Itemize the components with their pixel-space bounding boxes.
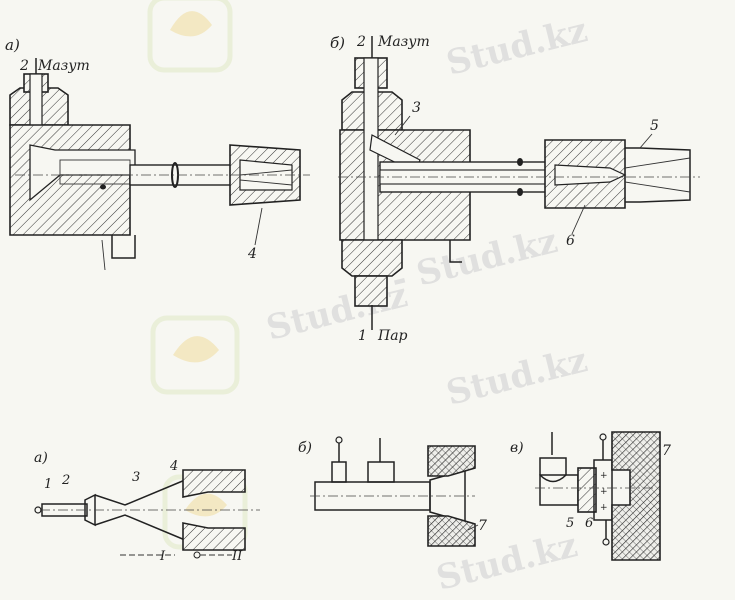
diffuser [625, 147, 691, 203]
refractory-top [182, 469, 246, 498]
nozzle-line [239, 179, 293, 186]
nozzle-line [239, 169, 293, 176]
flow-label-par: Пар [377, 328, 408, 344]
figure-bottom-a: а) 1 2 3 4 I II [34, 450, 260, 564]
callout-number: 2 [61, 473, 70, 488]
nozzle-channel [239, 159, 293, 191]
leader-line [639, 133, 653, 149]
callout-number: 5 [566, 516, 574, 531]
pointer-line [101, 239, 106, 271]
diffuser-line [624, 181, 691, 193]
supply-branch [367, 461, 395, 483]
watermark-text: Stud.kz [443, 10, 592, 84]
refractory-bottom [182, 522, 246, 551]
axis-label-1: I [159, 549, 166, 564]
union-nut [341, 239, 403, 277]
injection-holes: + [600, 503, 608, 513]
valve-point [602, 538, 610, 546]
callout-number: 3 [412, 100, 421, 116]
watermark-text: Stud.kz [443, 340, 592, 414]
outlet-fitting [354, 275, 388, 307]
callout-number: 4 [169, 459, 178, 474]
wall-bottom [427, 515, 476, 547]
figure-bottom-b: б) 7 [298, 436, 487, 547]
callout-number: 3 [132, 470, 140, 485]
supply-pipe [331, 461, 347, 483]
mount-bracket [111, 235, 136, 259]
seal-ring [517, 188, 523, 196]
callout-number: 5 [650, 118, 659, 134]
diffuser-line [624, 157, 691, 169]
figure-label: б) [298, 440, 312, 456]
callout-number: 7 [662, 443, 671, 459]
figure-label: а) [5, 36, 20, 54]
axis-label-2: II [231, 549, 243, 564]
callout-number: 6 [566, 233, 575, 249]
flow-label-mazut: Мазут [37, 58, 90, 74]
leader-line [254, 207, 263, 246]
leader-line [467, 524, 479, 531]
nozzle-core [554, 164, 627, 186]
wall-top [427, 445, 476, 477]
watermark-logo [147, 0, 233, 73]
mixing-cone [94, 479, 186, 541]
seal-ring [517, 158, 523, 166]
callout-number: 7 [478, 518, 487, 534]
furnace-wall [611, 431, 661, 561]
callout-number: 1 [358, 328, 367, 344]
figure-top-b: б) 2 Мазут 3 5 6 [330, 34, 700, 344]
callout-number: 1 [44, 477, 52, 492]
valve-point [335, 436, 343, 444]
injection-holes: + [600, 487, 608, 497]
callout-number: 2 [19, 58, 29, 74]
burner-ring [577, 467, 597, 513]
leader-line [571, 204, 586, 235]
figure-top-a: а) 2 Мазут 4 [5, 36, 310, 271]
air-box [539, 457, 567, 483]
burner-body [9, 124, 131, 236]
air-point [193, 551, 201, 559]
figure-label: б) [330, 34, 345, 52]
watermark-logo [150, 315, 240, 395]
callout-number: 2 [356, 34, 366, 50]
leader-line [394, 115, 411, 136]
figure-bottom-c: в) + + + 5 6 7 [510, 431, 671, 561]
figure-label: а) [34, 450, 48, 466]
pin [100, 184, 106, 190]
callout-number: 6 [585, 516, 593, 531]
flow-label-mazut: Мазут [377, 34, 430, 50]
valve-point [599, 433, 607, 441]
mount-bracket [449, 240, 462, 263]
callout-number: 4 [247, 246, 257, 262]
figure-label: в) [510, 440, 524, 456]
injection-holes: + [600, 471, 608, 481]
